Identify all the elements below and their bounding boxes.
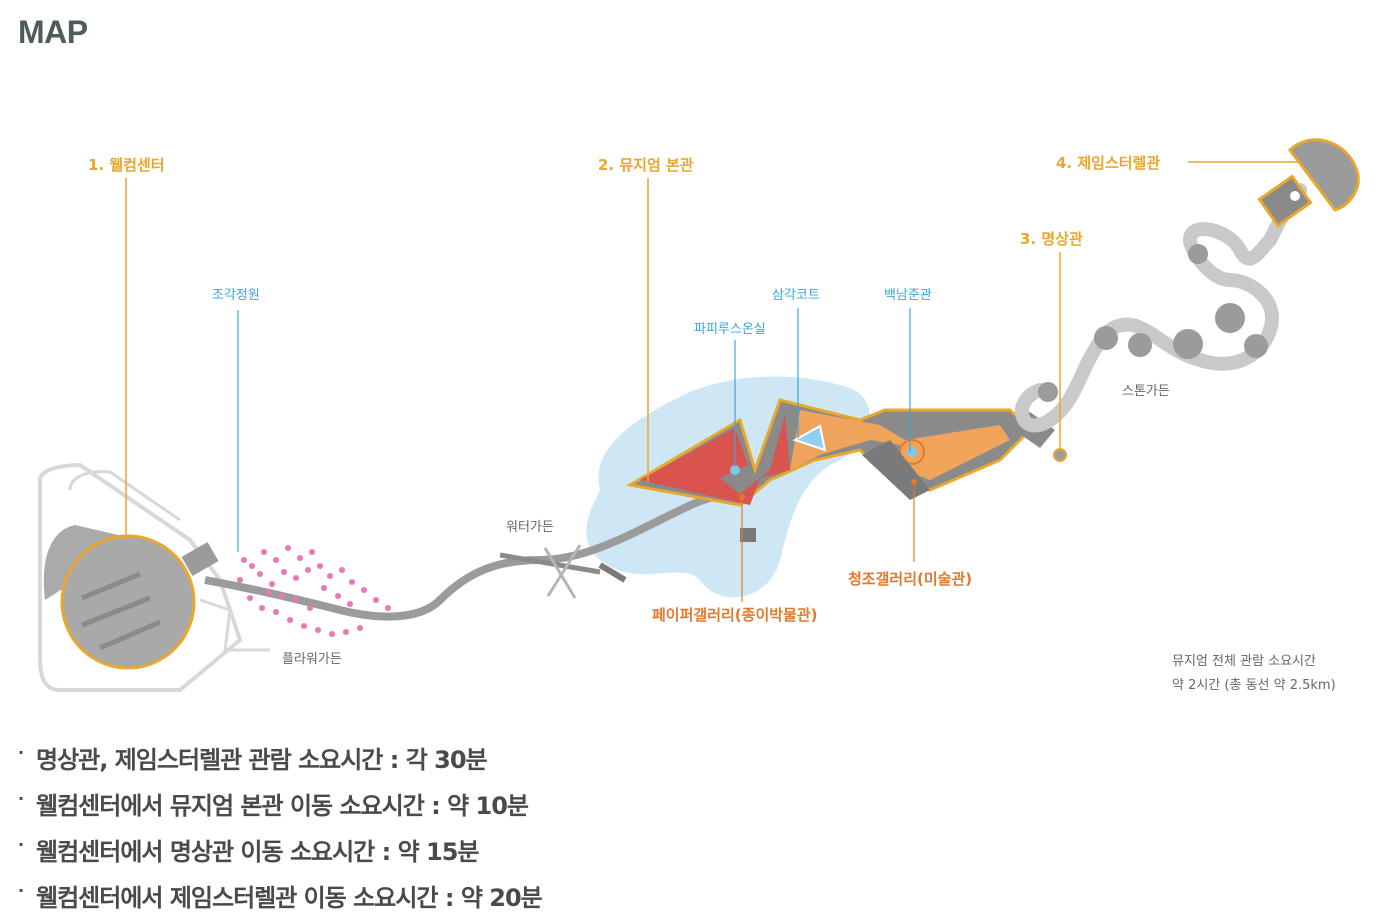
bullet-icon: · [18, 881, 24, 900]
label-james-turrell: 4. 제임스터렐관 [1056, 154, 1161, 172]
label-sculpture-garden: 조각정원 [212, 288, 260, 303]
info-list: ·명상관, 제임스터렐관 관람 소요시간 : 각 30분 ·웰컴센터에서 뮤지엄… [18, 738, 543, 922]
bullet-icon: · [18, 789, 24, 808]
label-paik-namjune-hall: 백남준관 [884, 288, 932, 303]
welcome-center-building [60, 534, 196, 670]
label-welcome-center: 1. 웰컴센터 [88, 156, 165, 174]
museum-map [38, 138, 1360, 692]
list-item: ·웰컴센터에서 뮤지엄 본관 이동 소요시간 : 약 10분 [18, 784, 542, 830]
list-item: ·웰컴센터에서 명상관 이동 소요시간 : 약 15분 [18, 830, 542, 876]
label-stone-garden: 스톤가든 [1122, 384, 1170, 399]
page-title: MAP [18, 14, 88, 50]
bullet-icon: · [18, 743, 24, 762]
list-item: ·명상관, 제임스터렐관 관람 소요시간 : 각 30분 [18, 738, 542, 784]
stone-garden-path [1015, 183, 1307, 433]
label-flower-garden: 플라워가든 [282, 652, 342, 667]
label-papyrus-greenhouse: 파피루스온실 [694, 322, 766, 337]
james-turrell-hall [1257, 138, 1360, 228]
label-meditation-hall: 3. 명상관 [1020, 230, 1083, 248]
flower-garden [237, 545, 391, 637]
bullet-icon: · [18, 835, 24, 854]
label-museum-main: 2. 뮤지엄 본관 [598, 156, 694, 174]
list-item: ·웰컴센터에서 제임스터렐관 이동 소요시간 : 약 20분 [18, 876, 543, 922]
duration-note-line2: 약 2시간 (총 동선 약 2.5km) [1172, 678, 1336, 693]
label-triangle-court: 삼각코트 [772, 288, 820, 303]
duration-note: 뮤지엄 전체 관람 소요시간 약 2시간 (총 동선 약 2.5km) [1172, 650, 1336, 698]
welcome-center-outline [38, 462, 243, 692]
label-water-garden: 워터가든 [506, 520, 554, 535]
museum-main-building [625, 398, 1033, 542]
duration-note-line1: 뮤지엄 전체 관람 소요시간 [1172, 654, 1316, 669]
label-paper-gallery: 페이퍼갤러리(종이박물관) [652, 606, 818, 624]
label-cheongjo-gallery: 청조갤러리(미술관) [848, 570, 973, 588]
main-path [204, 491, 721, 621]
